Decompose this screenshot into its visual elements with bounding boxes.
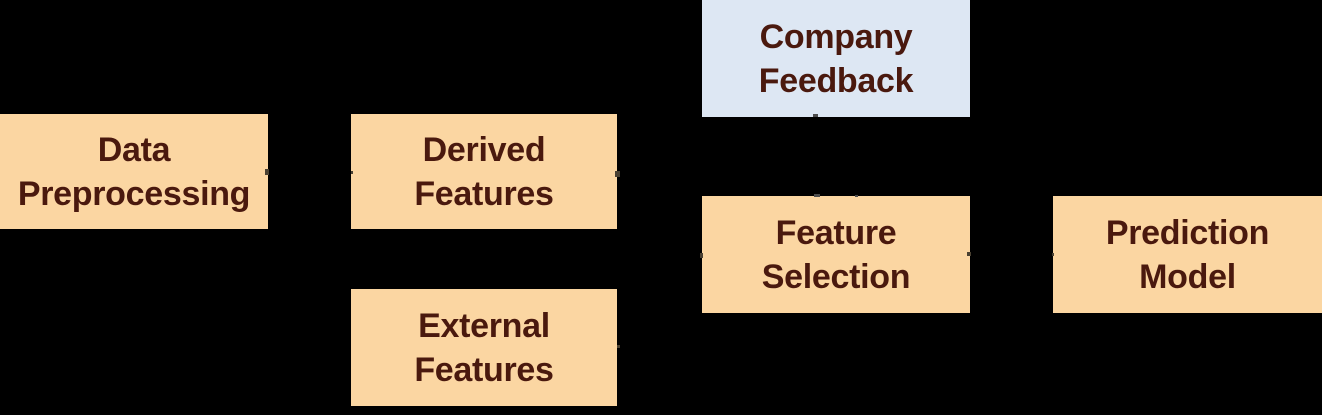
node-label-line: Preprocessing <box>17 174 251 213</box>
connector-stub <box>855 195 858 197</box>
node-label-line: Features <box>414 350 554 389</box>
node-label-line: Data <box>97 130 171 169</box>
connector-stub <box>967 252 971 256</box>
node-data-preprocessing: Data Preprocessing <box>0 114 268 229</box>
node-label-line: Feedback <box>758 61 914 100</box>
connector-stub <box>615 171 620 177</box>
connector-stub <box>265 169 269 175</box>
node-feature-selection: Feature Selection <box>702 196 970 313</box>
connector-stub <box>351 171 353 174</box>
connector-stub <box>814 194 820 197</box>
node-label-line: Feature <box>775 213 897 252</box>
node-label-line: Derived <box>422 130 546 169</box>
node-external-features: External Features <box>351 289 617 406</box>
node-label-line: Model <box>1139 257 1236 296</box>
connector-stub <box>813 114 818 117</box>
node-label-line: External <box>418 306 550 345</box>
node-label-line: Features <box>414 174 554 213</box>
connector-stub <box>700 253 703 258</box>
node-derived-features: Derived Features <box>351 114 617 229</box>
connector-stub <box>617 345 620 348</box>
connector-stub <box>1052 253 1054 256</box>
node-label-line: Selection <box>761 257 911 296</box>
node-company-feedback: Company Feedback <box>702 0 970 117</box>
node-label-line: Company <box>759 17 913 56</box>
node-label-line: Prediction <box>1105 213 1270 252</box>
node-prediction-model: Prediction Model <box>1053 196 1322 313</box>
